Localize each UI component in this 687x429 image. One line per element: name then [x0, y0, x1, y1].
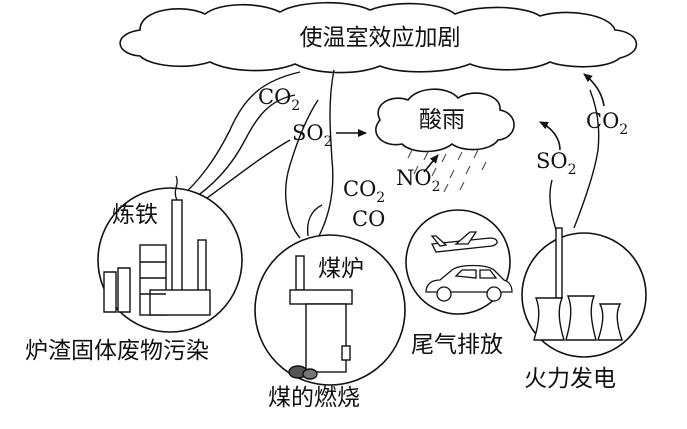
so2-label-left: SO2 [292, 121, 333, 150]
no2-label: NO2 [396, 166, 441, 195]
exhaust-caption: 尾气排放 [411, 332, 503, 358]
ironmaking-caption: 炉渣固体废物污染 [25, 338, 209, 364]
coal-burning-caption: 煤的燃烧 [268, 385, 360, 411]
greenhouse-label: 使温室效应加剧 [300, 25, 461, 51]
ironmaking-scene: 炼铁 炉渣固体废物污染 [25, 176, 242, 364]
so2-sub: 2 [568, 162, 577, 178]
coal-burning-scene: 煤炉 煤的燃烧 [255, 235, 405, 411]
power-plant-scene: 火力发电 [522, 228, 646, 392]
co-text: CO [352, 207, 385, 231]
co2-base: CO [258, 85, 291, 109]
so2-base: SO [536, 149, 568, 173]
co2-sub: 2 [291, 98, 300, 114]
svg-text:SO2: SO2 [536, 149, 577, 178]
so2-right-arrow [540, 122, 560, 150]
so2-label-right: SO2 [536, 149, 577, 178]
ironmaking-label: 炼铁 [112, 202, 158, 228]
no2-sub: 2 [432, 179, 441, 195]
coal-stove-label: 煤炉 [318, 256, 364, 282]
svg-text:CO2: CO2 [343, 177, 385, 206]
co2-label-right: CO2 [586, 109, 628, 138]
co2-sub: 2 [619, 122, 628, 138]
svg-text:NO2: NO2 [396, 166, 441, 195]
co2-label-center: CO2 [343, 177, 385, 206]
power-plant-caption: 火力发电 [524, 366, 616, 392]
so2-base: SO [292, 121, 324, 145]
so2-sub: 2 [324, 134, 333, 150]
co2-base: CO [343, 177, 376, 201]
svg-text:SO2: SO2 [292, 121, 333, 150]
acid-rain-label: 酸雨 [419, 107, 465, 133]
co2-base: CO [586, 109, 619, 133]
co2-sub: 2 [376, 190, 385, 206]
svg-text:CO2: CO2 [586, 109, 628, 138]
exhaust-scene: 尾气排放 [406, 210, 512, 358]
co2-label-left: CO2 [258, 85, 300, 114]
co-label: CO [352, 207, 385, 231]
greenhouse-cloud: 使温室效应加剧 [120, 3, 636, 73]
svg-text:CO2: CO2 [258, 85, 300, 114]
